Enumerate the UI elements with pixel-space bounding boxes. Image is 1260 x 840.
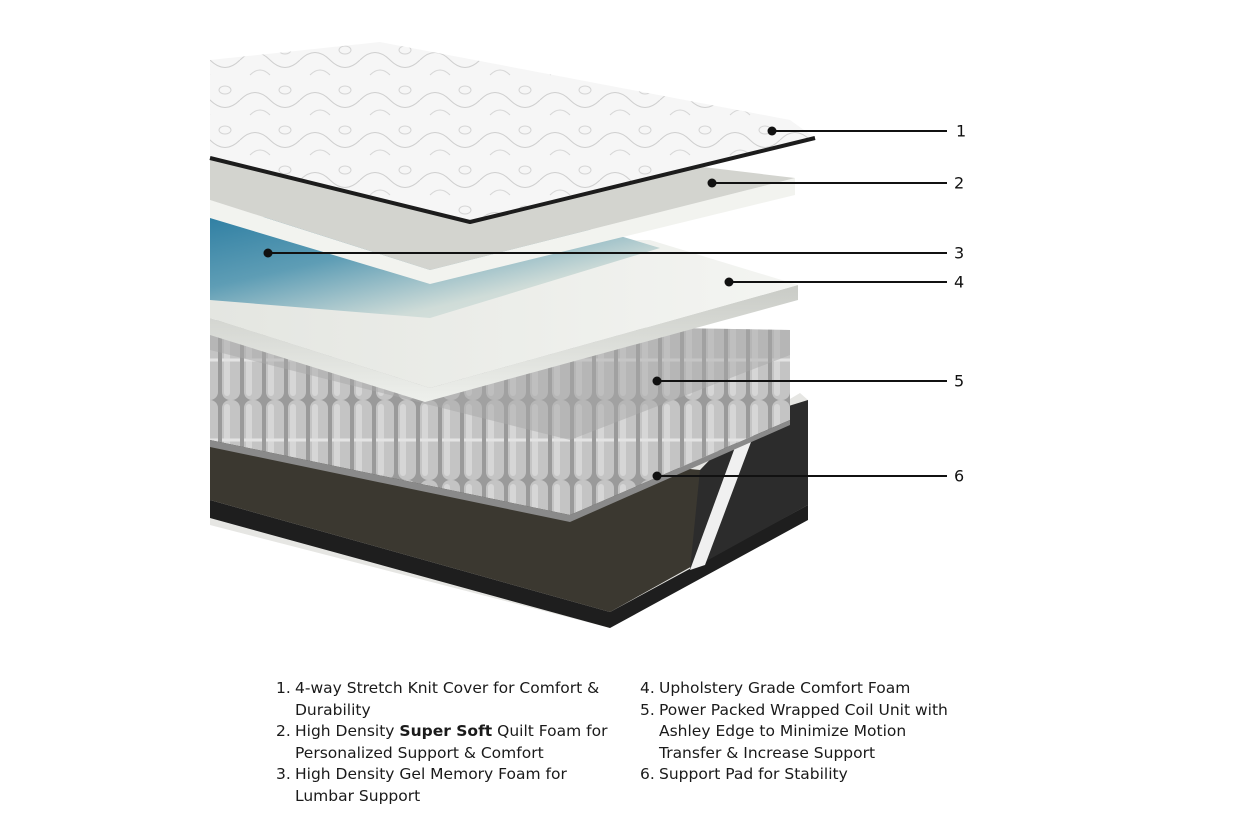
legend-text: High Density — [295, 722, 400, 740]
legend-left-column: 1. 4-way Stretch Knit Cover for Comfort … — [276, 678, 621, 807]
legend-text: Support Pad for Stability — [659, 765, 848, 783]
legend-text: Quilt Foam for Personalized Support & Co… — [295, 722, 608, 762]
knit-cover-layer — [209, 42, 816, 224]
callout-leaders — [263, 126, 947, 481]
callout-number-2: 2 — [954, 173, 965, 193]
legend-item-1: 1. 4-way Stretch Knit Cover for Comfort … — [276, 679, 600, 719]
legend-item-6: 6. Support Pad for Stability — [640, 765, 848, 783]
legend-item-3: 3. High Density Gel Memory Foam for Lumb… — [276, 765, 567, 805]
legend-text: High Density Gel Memory Foam for Lumbar … — [295, 765, 567, 805]
legend-text: Power Packed Wrapped Coil Unit with Ashl… — [659, 700, 948, 762]
legend-text: Upholstery Grade Comfort Foam — [659, 679, 911, 697]
legend-right-column: 4. Upholstery Grade Comfort Foam 5. Powe… — [640, 678, 970, 786]
legend-item-2: 2. High Density Super Soft Quilt Foam fo… — [276, 722, 608, 762]
callout-number-4: 4 — [954, 272, 965, 292]
callout-number-5: 5 — [954, 371, 965, 391]
legend-item-4: 4. Upholstery Grade Comfort Foam — [640, 679, 911, 697]
callout-number-6: 6 — [954, 466, 965, 486]
callout-number-1: 1 — [956, 121, 967, 141]
legend-text: 4-way Stretch Knit Cover for Comfort & D… — [295, 679, 600, 719]
callout-number-3: 3 — [954, 243, 965, 263]
legend-bold-text: Super Soft — [399, 722, 493, 740]
legend-item-5: 5. Power Packed Wrapped Coil Unit with A… — [640, 700, 948, 762]
